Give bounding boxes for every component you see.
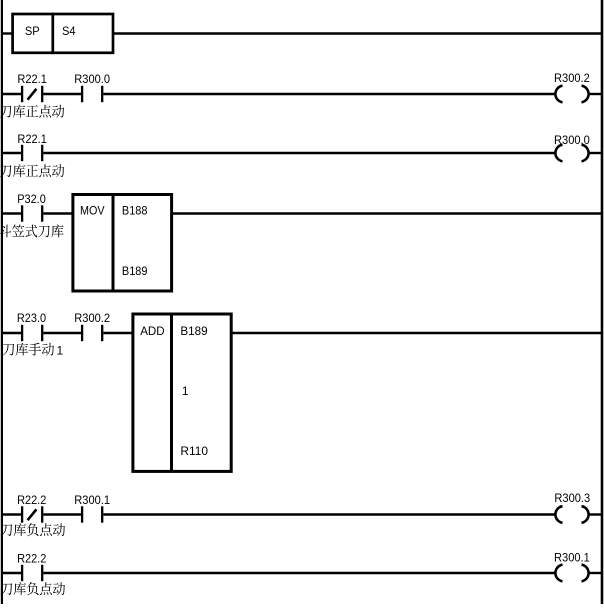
svg-text:R22.2: R22.2	[17, 493, 46, 507]
svg-text:R22.2: R22.2	[17, 552, 46, 566]
svg-text:SP: SP	[25, 24, 40, 38]
svg-text:R300.0: R300.0	[554, 133, 590, 147]
svg-text:P32.0: P32.0	[17, 192, 46, 206]
svg-text:R22.1: R22.1	[17, 132, 47, 146]
svg-text:R23.0: R23.0	[17, 311, 46, 325]
svg-text:R110: R110	[180, 444, 208, 458]
svg-text:ADD: ADD	[140, 324, 165, 338]
svg-text:B189: B189	[122, 264, 148, 278]
svg-text:R22.1: R22.1	[17, 72, 47, 86]
svg-text:1: 1	[182, 384, 189, 398]
svg-text:MOV: MOV	[80, 203, 105, 217]
svg-text:B189: B189	[180, 324, 208, 338]
svg-text:B188: B188	[122, 204, 148, 218]
svg-text:R300.2: R300.2	[554, 71, 590, 85]
svg-text:R300.1: R300.1	[74, 493, 110, 507]
svg-text:S4: S4	[62, 24, 76, 38]
svg-text:R300.0: R300.0	[74, 72, 110, 86]
svg-text:R300.2: R300.2	[74, 311, 110, 325]
svg-text:1: 1	[57, 344, 64, 358]
svg-text:R300.1: R300.1	[554, 551, 590, 565]
svg-text:R300.3: R300.3	[554, 491, 590, 505]
